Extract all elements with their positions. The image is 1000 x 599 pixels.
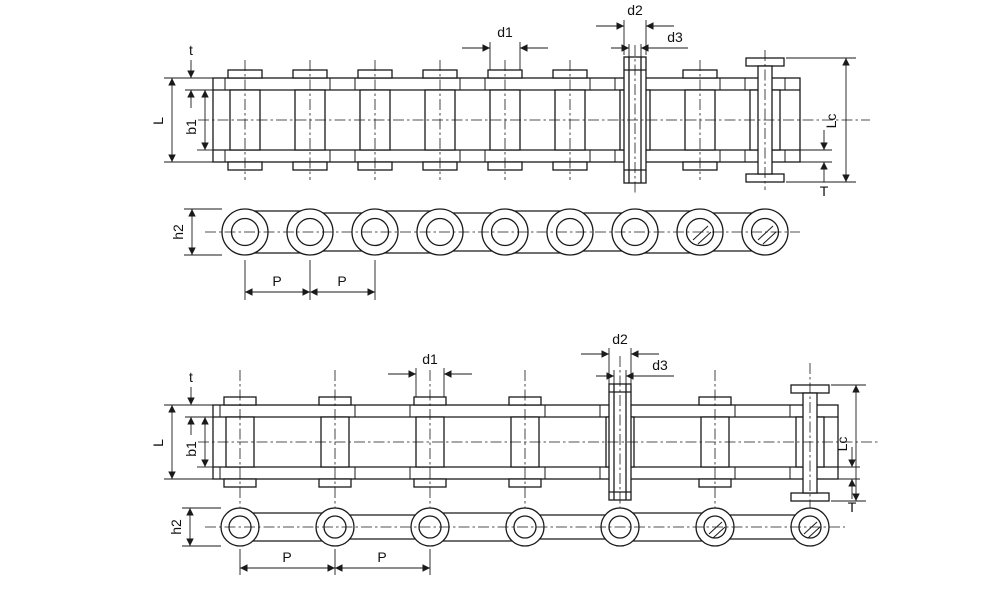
cotter-clip-marks bbox=[708, 521, 821, 539]
dimensions-profile-top: h2 P P bbox=[170, 208, 376, 300]
plate-divisions bbox=[219, 405, 791, 479]
dim-label-Lc: Lc bbox=[823, 114, 839, 129]
double-pitch-profile-view: h2 P P bbox=[168, 507, 845, 575]
dim-label-L: L bbox=[150, 117, 166, 125]
dim-label-b1: b1 bbox=[183, 441, 199, 457]
dim-label-p-right: P bbox=[377, 549, 386, 565]
dim-label-T: T bbox=[848, 499, 857, 515]
centerlines-plan-bottom bbox=[198, 356, 880, 527]
dim-label-t: t bbox=[189, 369, 193, 385]
dim-label-d3: d3 bbox=[652, 357, 668, 373]
cotter-clip-marks bbox=[692, 225, 777, 245]
dim-label-Lc: Lc bbox=[834, 437, 850, 452]
dim-label-T: T bbox=[820, 183, 829, 199]
dimensions-plan-bottom: d1 d2 d3 t b1 L Lc bbox=[150, 331, 866, 515]
dim-label-L: L bbox=[150, 439, 166, 447]
standard-chain-plan-view: d1 d2 d3 t b1 L Lc bbox=[150, 2, 870, 199]
dim-label-d2: d2 bbox=[612, 331, 628, 347]
dim-label-b1: b1 bbox=[183, 119, 199, 135]
dim-label-p-left: P bbox=[282, 549, 291, 565]
dim-label-h2: h2 bbox=[170, 224, 186, 240]
dimensions-plan-top: d1 d2 d3 t b1 L Lc bbox=[150, 2, 856, 199]
dim-label-p-right: P bbox=[337, 273, 346, 289]
standard-chain-profile-view: h2 P P bbox=[170, 208, 800, 300]
dim-label-d2: d2 bbox=[627, 2, 643, 18]
plate-divisions bbox=[224, 78, 786, 162]
dim-label-d1: d1 bbox=[497, 24, 513, 40]
dim-label-p-left: P bbox=[272, 273, 281, 289]
dim-label-d3: d3 bbox=[667, 29, 683, 45]
double-pitch-plan-view: d1 d2 d3 t b1 L Lc bbox=[150, 331, 880, 527]
dimensions-profile-bottom: h2 P P bbox=[168, 507, 431, 575]
centerlines-plan-top bbox=[198, 45, 870, 195]
dim-label-d1: d1 bbox=[422, 351, 438, 367]
dim-label-h2: h2 bbox=[168, 519, 184, 535]
dim-label-t: t bbox=[189, 42, 193, 58]
